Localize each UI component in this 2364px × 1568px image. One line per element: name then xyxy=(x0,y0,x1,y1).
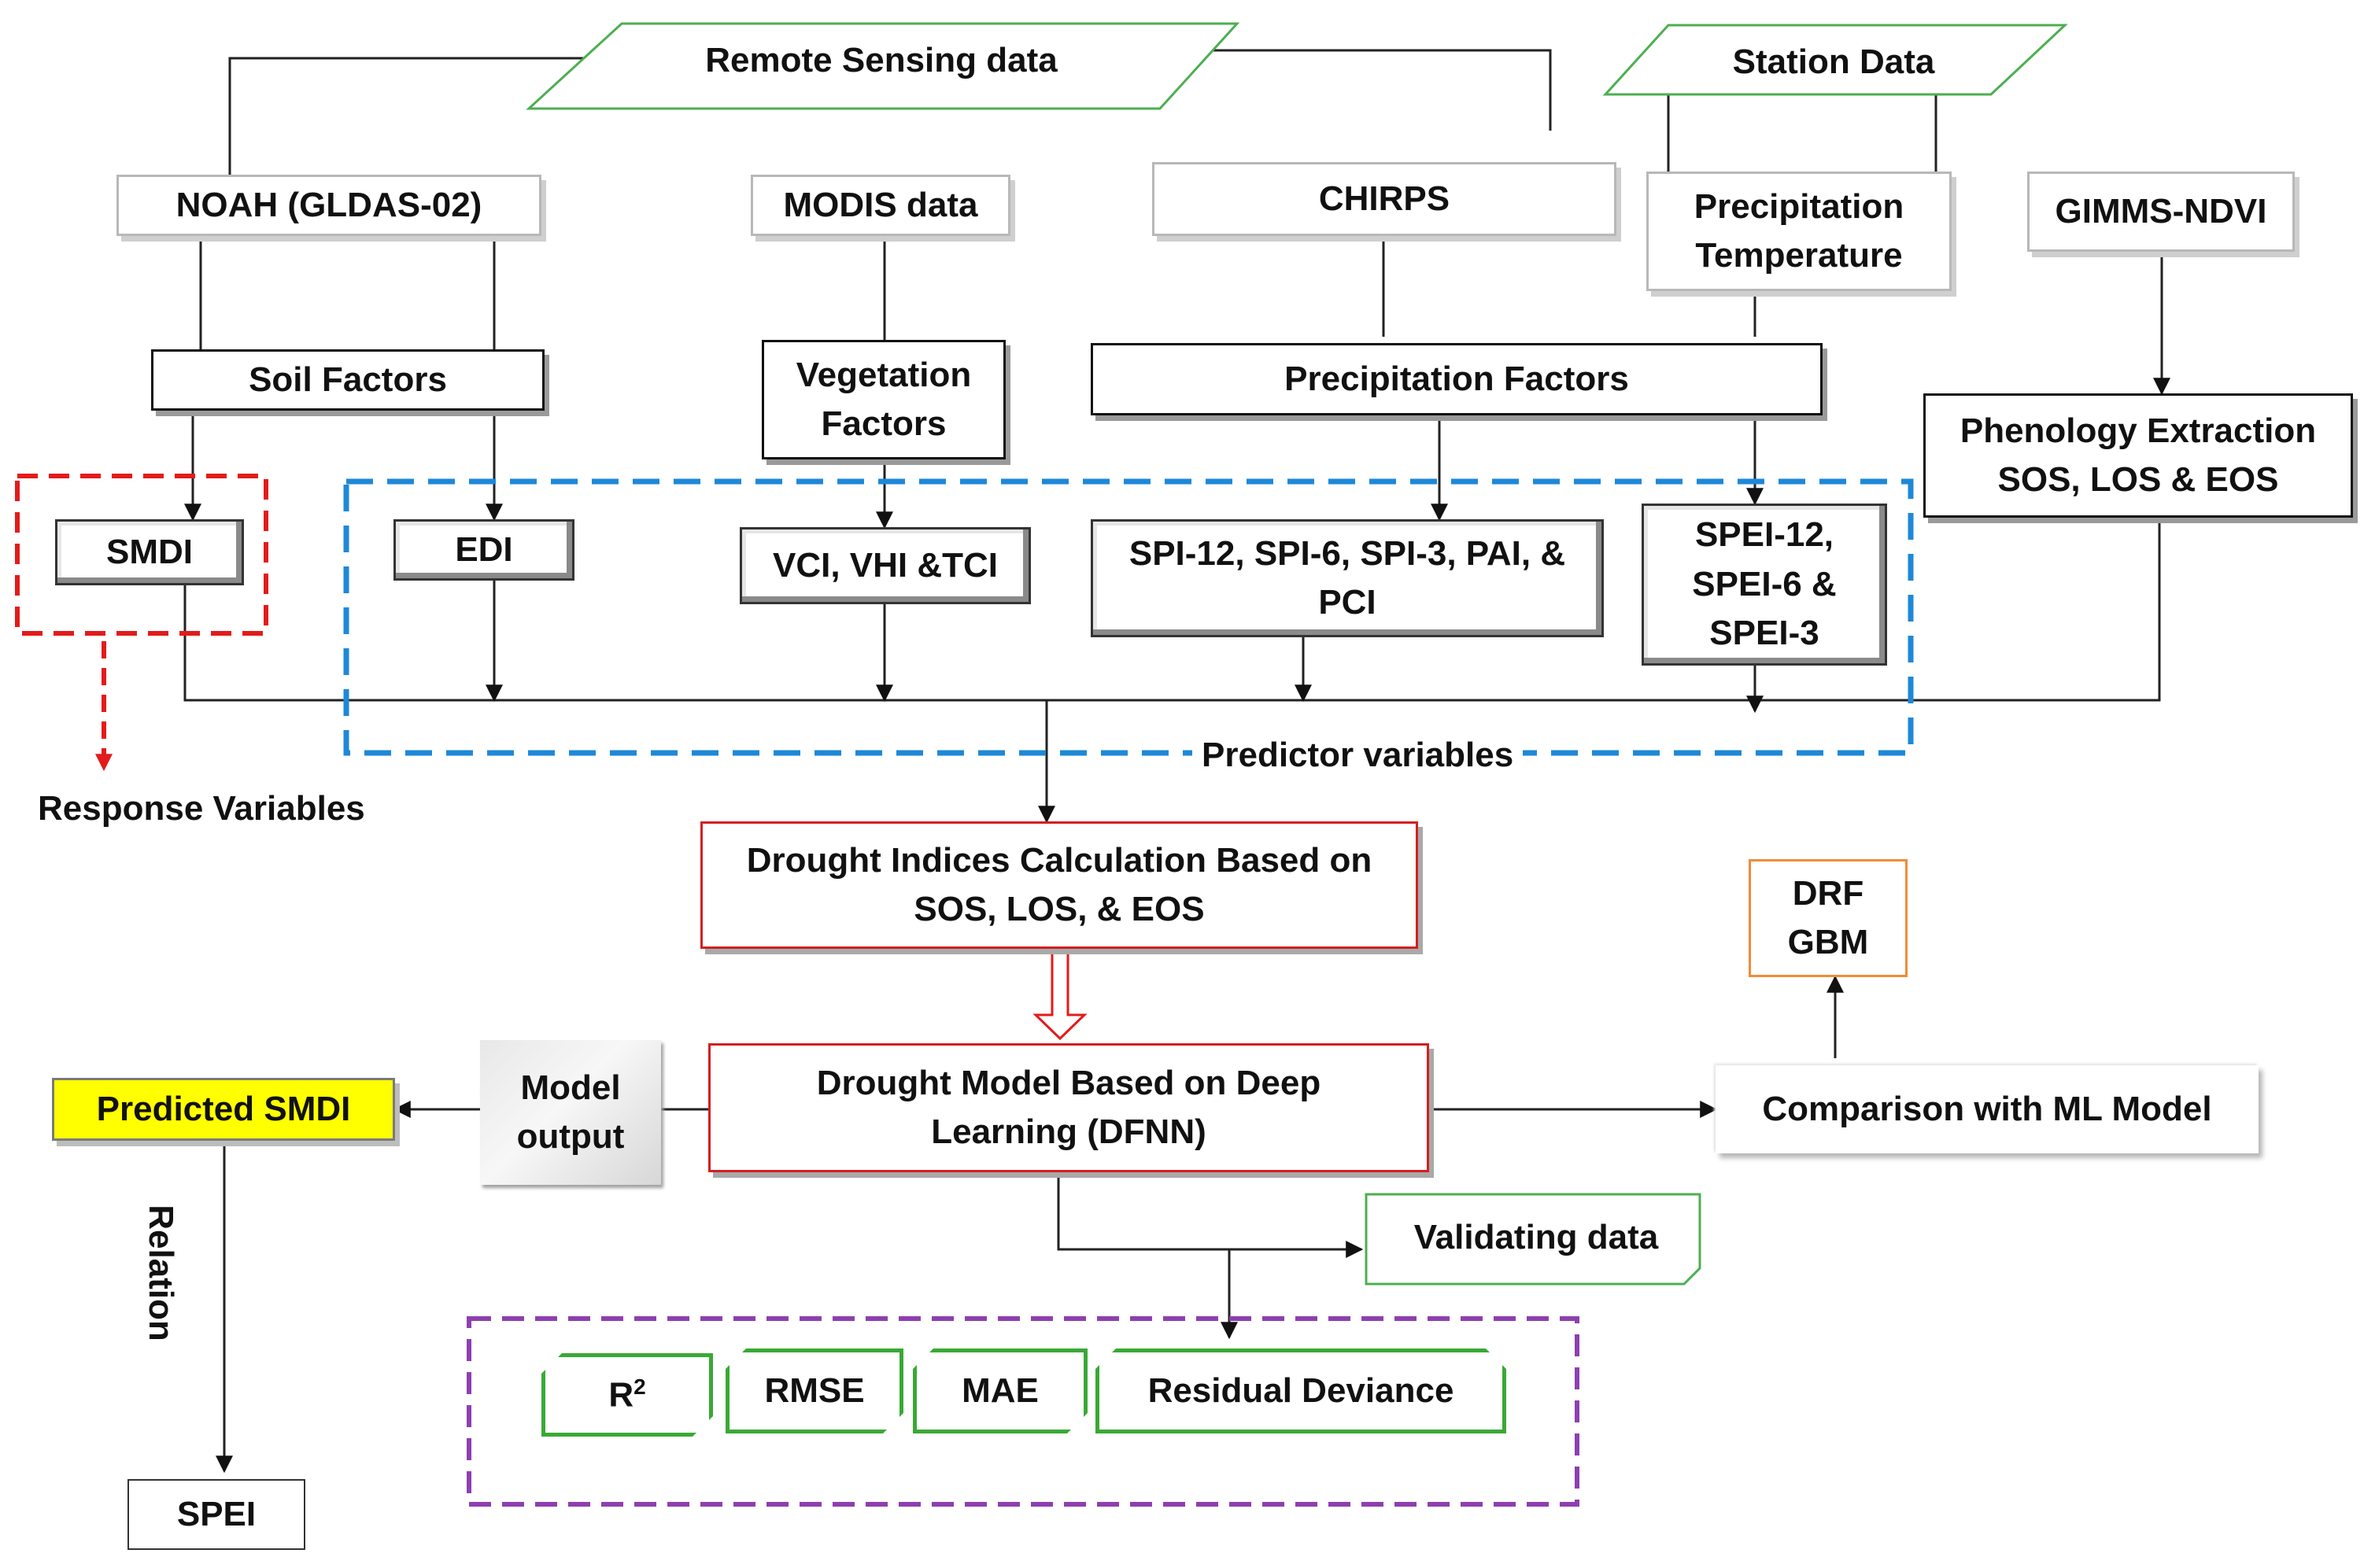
relation-label: Relation xyxy=(142,1205,180,1341)
noah-gldas-box: NOAH (GLDAS-02) xyxy=(116,175,541,236)
comparison-ml-model-box: Comparison with ML Model xyxy=(1716,1065,2259,1153)
evaluation-metric-group xyxy=(467,1316,1579,1507)
deep-learning-model-box: Drought Model Based on Deep Learning (DF… xyxy=(708,1043,1429,1172)
spi-pai-pci-box: SPI-12, SPI-6, SPI-3, PAI, & PCI xyxy=(1091,519,1604,637)
response-variables-label: Response Variables xyxy=(38,789,365,828)
precipitation-temperature-box: Precipitation Temperature xyxy=(1646,172,1952,291)
station-data-shape xyxy=(1602,24,2068,96)
soil-factors-box: Soil Factors xyxy=(151,349,545,411)
validating-data-shape xyxy=(1365,1193,1701,1286)
r-squared-label: R2 xyxy=(608,1374,646,1415)
validating-data-label: Validating data xyxy=(1413,1218,1659,1256)
remote-sensing-label: Remote Sensing data xyxy=(705,41,1058,79)
vci-vhi-tci-box: VCI, VHI &TCI xyxy=(740,527,1031,604)
rmse-box: RMSE xyxy=(726,1348,903,1433)
connector-lines xyxy=(183,49,2170,1474)
phenology-extraction-box: Phenology Extraction SOS, LOS & EOS xyxy=(1923,393,2353,518)
chirps-box: CHIRPS xyxy=(1152,162,1616,236)
r-squared-box: R2 xyxy=(541,1353,713,1437)
residual-deviance-box: Residual Deviance xyxy=(1095,1348,1506,1433)
remote-sensing-shape xyxy=(526,22,1240,110)
precipitation-factors-box: Precipitation Factors xyxy=(1091,343,1823,415)
drought-indices-calculation-box: Drought Indices Calculation Based on SOS… xyxy=(700,821,1418,949)
vegetation-factors-box: Vegetation Factors xyxy=(762,340,1006,459)
modis-data-box: MODIS data xyxy=(751,175,1010,236)
mae-box: MAE xyxy=(913,1348,1088,1433)
edi-box: EDI xyxy=(393,519,574,581)
ml-models-box: DRF GBM xyxy=(1749,859,1908,977)
model-output-box: Model output xyxy=(480,1040,661,1185)
spei-output-box: SPEI xyxy=(127,1479,305,1550)
hollow-down-arrow xyxy=(1032,947,1088,1041)
station-data-label: Station Data xyxy=(1732,42,1935,81)
response-variable-group xyxy=(15,474,268,636)
predictor-variables-label: Predictor variables xyxy=(1192,736,1524,775)
spei-box: SPEI-12, SPEI-6 & SPEI-3 xyxy=(1642,504,1887,666)
smdi-box: SMDI xyxy=(55,519,244,585)
gimms-ndvi-box: GIMMS-NDVI xyxy=(2027,172,2295,252)
predicted-smdi-box: Predicted SMDI xyxy=(52,1078,395,1141)
predictor-variable-group xyxy=(343,478,1914,756)
